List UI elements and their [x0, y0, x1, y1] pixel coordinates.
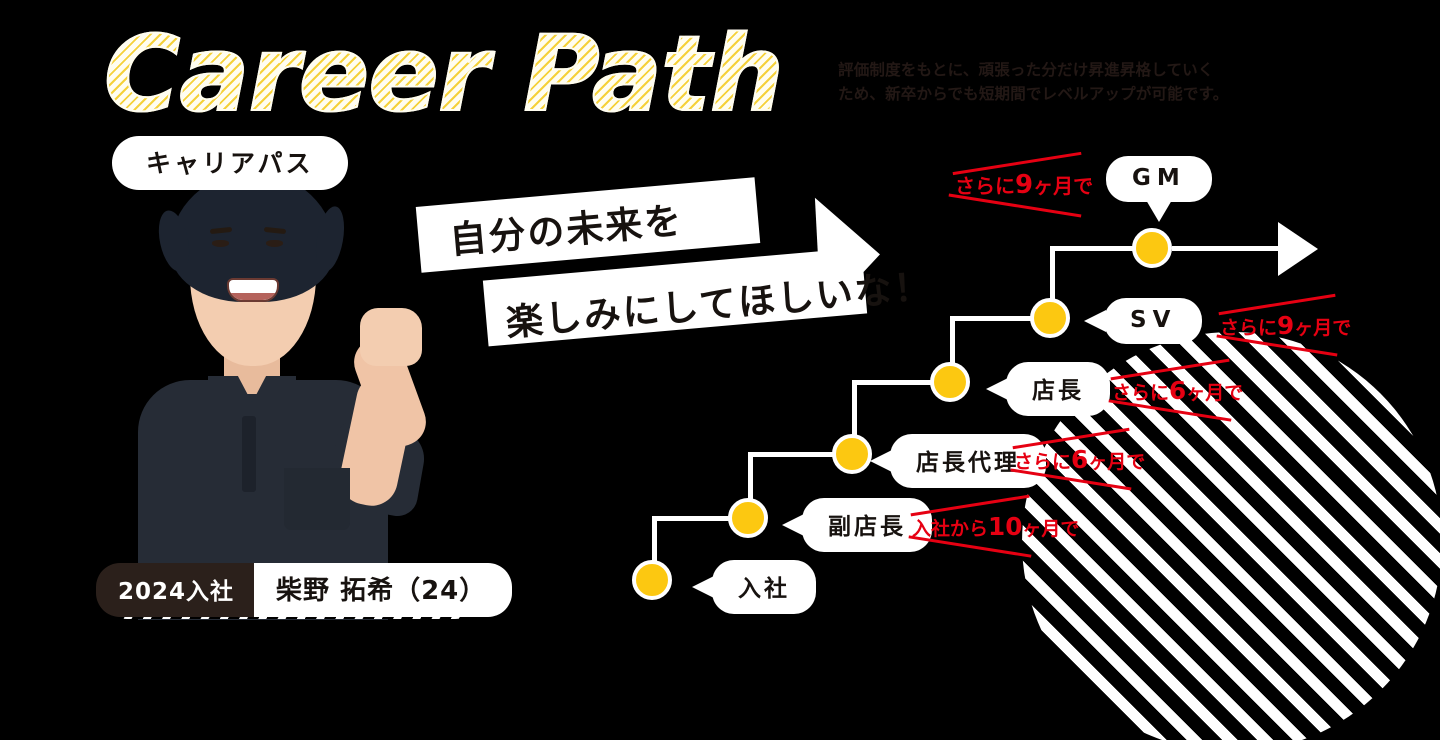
- lead-line-1: 評価制度をもとに、頑張った分だけ昇進昇格していく: [838, 61, 1214, 79]
- annotation-2-number: 6: [1071, 445, 1089, 474]
- annotation-2-suffix: ヶ月で: [1088, 451, 1146, 473]
- connector-2-vertical: [748, 452, 753, 520]
- annotation-1-prefix: 入社から: [912, 518, 989, 540]
- page-title: Career Path: [103, 13, 785, 135]
- photo-eye-right: [266, 240, 283, 247]
- annotation-5-number: 9: [1015, 170, 1034, 200]
- photo-pocket: [284, 468, 350, 530]
- connector-2-horizontal: [748, 452, 856, 457]
- node-step-5[interactable]: [1030, 298, 1070, 338]
- annotation-4-prefix: さらに: [1220, 317, 1278, 339]
- step-label-sv[interactable]: SV: [1083, 298, 1203, 344]
- annotation-4-number: 9: [1277, 311, 1295, 340]
- career-end-arrow-icon: [1278, 222, 1318, 276]
- photo-placket: [242, 416, 256, 492]
- connector-final-horizontal: [1172, 246, 1282, 251]
- annotation-1-suffix: ヶ月で: [1022, 518, 1080, 540]
- annotation-1: 入社から10ヶ月で: [912, 512, 1079, 541]
- annotation-2: さらに6ヶ月で: [1014, 445, 1145, 474]
- node-step-3[interactable]: [832, 434, 872, 474]
- annotation-5-prefix: さらに: [955, 174, 1015, 198]
- annotation-3-prefix: さらに: [1112, 382, 1170, 404]
- page-title-text: Career Path: [103, 13, 785, 135]
- photo-mouth: [227, 278, 279, 302]
- annotation-1-number: 10: [988, 512, 1023, 541]
- annotation-2-prefix: さらに: [1014, 451, 1072, 473]
- connector-1-vertical: [652, 516, 657, 582]
- annotation-5-suffix: ヶ月で: [1033, 174, 1094, 198]
- step-label-assistant-manager[interactable]: 副店長: [782, 498, 932, 552]
- step-label-acting-manager[interactable]: 店長代理: [870, 434, 1046, 488]
- employee-name-badge: 2024入社 柴野 拓希（24）: [96, 563, 513, 619]
- connector-5-horizontal: [1050, 246, 1156, 251]
- connector-3-vertical: [852, 380, 857, 456]
- node-step-2[interactable]: [728, 498, 768, 538]
- annotation-3-suffix: ヶ月で: [1186, 382, 1244, 404]
- photo-fist: [360, 308, 422, 366]
- lead-line-2: ため、新卒からでも短期間でレベルアップが可能です。: [838, 85, 1229, 104]
- connector-5-vertical: [1050, 246, 1055, 320]
- lead-description: 評価制度をもとに、頑張った分だけ昇進昇格していく ため、新卒からでも短期間でレベ…: [838, 58, 1308, 106]
- annotation-5: さらに9ヶ月で: [955, 170, 1093, 200]
- node-step-4[interactable]: [930, 362, 970, 402]
- connector-4-horizontal: [950, 316, 1054, 321]
- employee-name-label: 柴野 拓希（24）: [254, 563, 513, 617]
- employee-photo: [120, 168, 540, 620]
- annotation-4-suffix: ヶ月で: [1294, 317, 1352, 339]
- connector-1-horizontal: [652, 516, 752, 521]
- photo-eye-left: [212, 240, 229, 247]
- node-step-1[interactable]: [632, 560, 672, 600]
- page-subtitle-badge: キャリアパス: [112, 136, 348, 190]
- join-year-label: 2024入社: [96, 563, 255, 617]
- node-step-6[interactable]: [1132, 228, 1172, 268]
- step-label-gm[interactable]: GM: [1106, 156, 1212, 222]
- step-label-join[interactable]: 入社: [692, 560, 816, 614]
- annotation-3-number: 6: [1169, 376, 1187, 405]
- annotation-4: さらに9ヶ月で: [1220, 311, 1351, 340]
- connector-3-horizontal: [852, 380, 954, 385]
- annotation-3: さらに6ヶ月で: [1112, 376, 1243, 405]
- step-label-manager[interactable]: 店長: [986, 362, 1110, 416]
- connector-4-vertical: [950, 316, 955, 384]
